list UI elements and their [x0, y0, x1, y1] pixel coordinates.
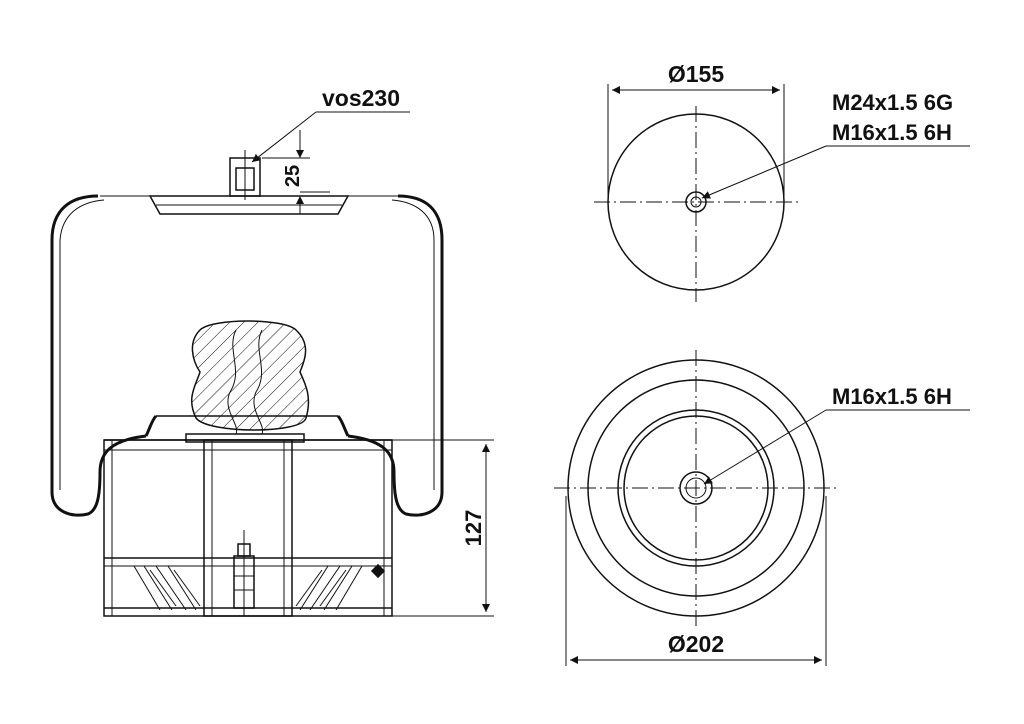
dim-25: 25: [262, 130, 330, 214]
vent-thread-label: vos230: [322, 85, 400, 111]
top-view: Ø155 M24x1.5 6G M16x1.5 6H: [594, 61, 970, 302]
top-plate: [100, 195, 398, 215]
dim-127-label: 127: [461, 510, 486, 547]
side-view: 25 vos230 127: [50, 85, 494, 617]
piston-body: [103, 439, 393, 617]
bump-stop: [185, 320, 310, 443]
dim-25-label: 25: [282, 165, 304, 187]
top-diameter-label: Ø155: [668, 61, 724, 87]
vent-fitting: [229, 150, 261, 200]
top-thread-2-label: M16x1.5 6H: [832, 120, 952, 145]
bottom-view: Ø202 M16x1.5 6H: [554, 350, 970, 666]
top-thread-1-label: M24x1.5 6G: [832, 90, 953, 115]
bottom-thread-label: M16x1.5 6H: [832, 384, 952, 409]
dim-127: 127: [392, 439, 494, 617]
vent-leader: vos230: [251, 85, 410, 163]
bottom-diameter-label: Ø202: [668, 631, 724, 657]
